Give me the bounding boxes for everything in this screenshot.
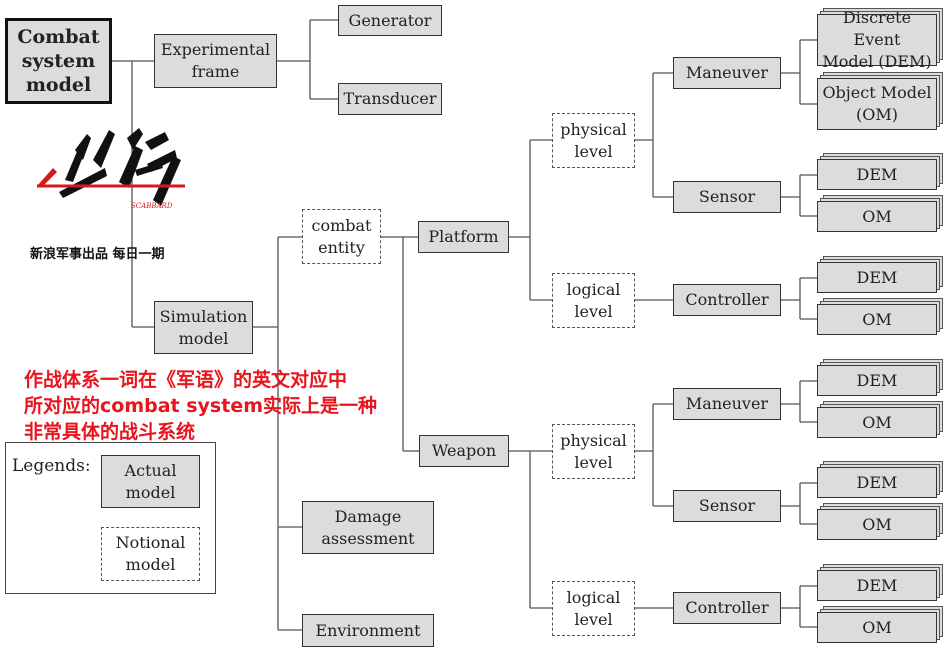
- platform-sensor-node: Sensor: [673, 181, 781, 213]
- platform-logical-level-node: logical level: [552, 273, 635, 328]
- watermark-tagline: 新浪军事出品 每日一期: [30, 247, 165, 262]
- scabbard-logo: SCABBARD: [35, 120, 205, 230]
- om-node: OM: [817, 509, 937, 540]
- combat-entity-node: combat entity: [302, 209, 381, 264]
- combat-system-model-node: Combat system model: [5, 18, 112, 104]
- dem-node: Discrete Event Model (DEM): [817, 8, 937, 71]
- om-node: OM: [817, 304, 937, 335]
- legend-frame: [5, 442, 216, 594]
- legend-title: Legends:: [12, 456, 91, 476]
- platform-controller-node: Controller: [673, 284, 781, 316]
- environment-node: Environment: [302, 614, 434, 647]
- transducer-node: Transducer: [338, 83, 442, 115]
- om-node: Object Model (OM): [817, 78, 937, 130]
- dem-node: DEM: [817, 365, 937, 396]
- experimental-frame-node: Experimental frame: [154, 34, 277, 88]
- logo-sub-text: SCABBARD: [131, 202, 173, 210]
- damage-assessment-node: Damage assessment: [302, 501, 434, 554]
- dem-node: DEM: [817, 159, 937, 190]
- om-node: OM: [817, 407, 937, 438]
- dem-node: DEM: [817, 570, 937, 601]
- generator-node: Generator: [338, 5, 442, 36]
- dem-node: DEM: [817, 467, 937, 498]
- weapon-controller-node: Controller: [673, 592, 781, 624]
- weapon-node: Weapon: [419, 435, 509, 467]
- weapon-sensor-node: Sensor: [673, 490, 781, 522]
- legend-actual-model: Actual model: [101, 455, 200, 508]
- dem-node: DEM: [817, 262, 937, 293]
- legend-notional-model: Notional model: [101, 527, 200, 581]
- platform-maneuver-node: Maneuver: [673, 57, 781, 89]
- annotation-text: 作战体系一词在《军语》的英文对应中 所对应的combat system实际上是一…: [24, 369, 378, 443]
- om-node: OM: [817, 612, 937, 643]
- platform-node: Platform: [418, 221, 509, 253]
- weapon-logical-level-node: logical level: [552, 581, 635, 636]
- simulation-model-node: Simulation model: [154, 301, 253, 354]
- weapon-maneuver-node: Maneuver: [673, 388, 781, 420]
- scabbard-logo-icon: SCABBARD: [37, 128, 185, 210]
- platform-physical-level-node: physical level: [552, 113, 635, 168]
- weapon-physical-level-node: physical level: [552, 424, 635, 479]
- om-node: OM: [817, 201, 937, 232]
